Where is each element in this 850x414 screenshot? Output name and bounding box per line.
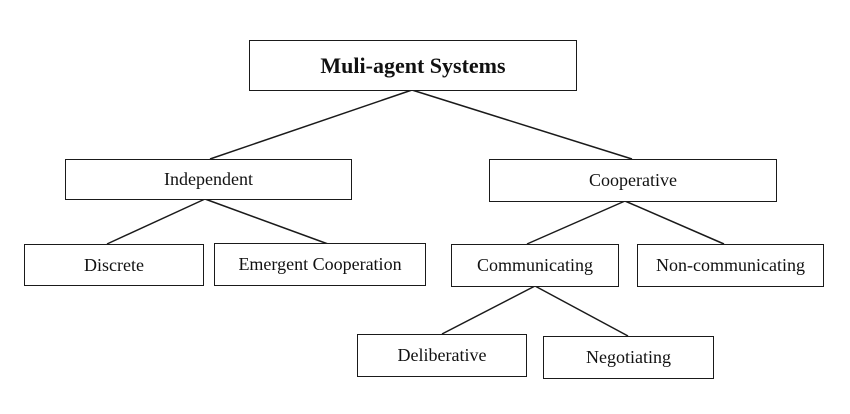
node-emergent-cooperation: Emergent Cooperation xyxy=(214,243,426,286)
edge-independent-emergent xyxy=(204,198,329,245)
node-emergent-cooperation-label: Emergent Cooperation xyxy=(238,254,402,274)
edge-communicating-negotiating xyxy=(534,285,629,337)
node-negotiating: Negotiating xyxy=(543,336,714,379)
node-communicating-label: Communicating xyxy=(477,255,593,275)
edge-root-cooperative xyxy=(411,89,633,160)
node-communicating: Communicating xyxy=(451,244,619,287)
node-non-communicating: Non-communicating xyxy=(637,244,824,287)
node-cooperative-label: Cooperative xyxy=(589,170,677,190)
edge-cooperative-noncommunicating xyxy=(624,200,725,245)
edge-root-independent xyxy=(209,89,413,160)
edge-communicating-deliberative xyxy=(441,285,536,335)
node-non-communicating-label: Non-communicating xyxy=(656,255,805,275)
node-independent-label: Independent xyxy=(164,169,253,189)
node-cooperative: Cooperative xyxy=(489,159,777,202)
node-deliberative-label: Deliberative xyxy=(397,345,487,365)
node-multi-agent-systems: Muli-agent Systems xyxy=(249,40,577,91)
edge-independent-discrete xyxy=(106,198,206,245)
edge-cooperative-communicating xyxy=(526,200,626,245)
node-independent: Independent xyxy=(65,159,352,200)
node-negotiating-label: Negotiating xyxy=(586,347,671,367)
node-multi-agent-systems-label: Muli-agent Systems xyxy=(320,52,506,78)
node-deliberative: Deliberative xyxy=(357,334,527,377)
node-discrete-label: Discrete xyxy=(84,254,144,275)
node-discrete: Discrete xyxy=(24,244,204,286)
